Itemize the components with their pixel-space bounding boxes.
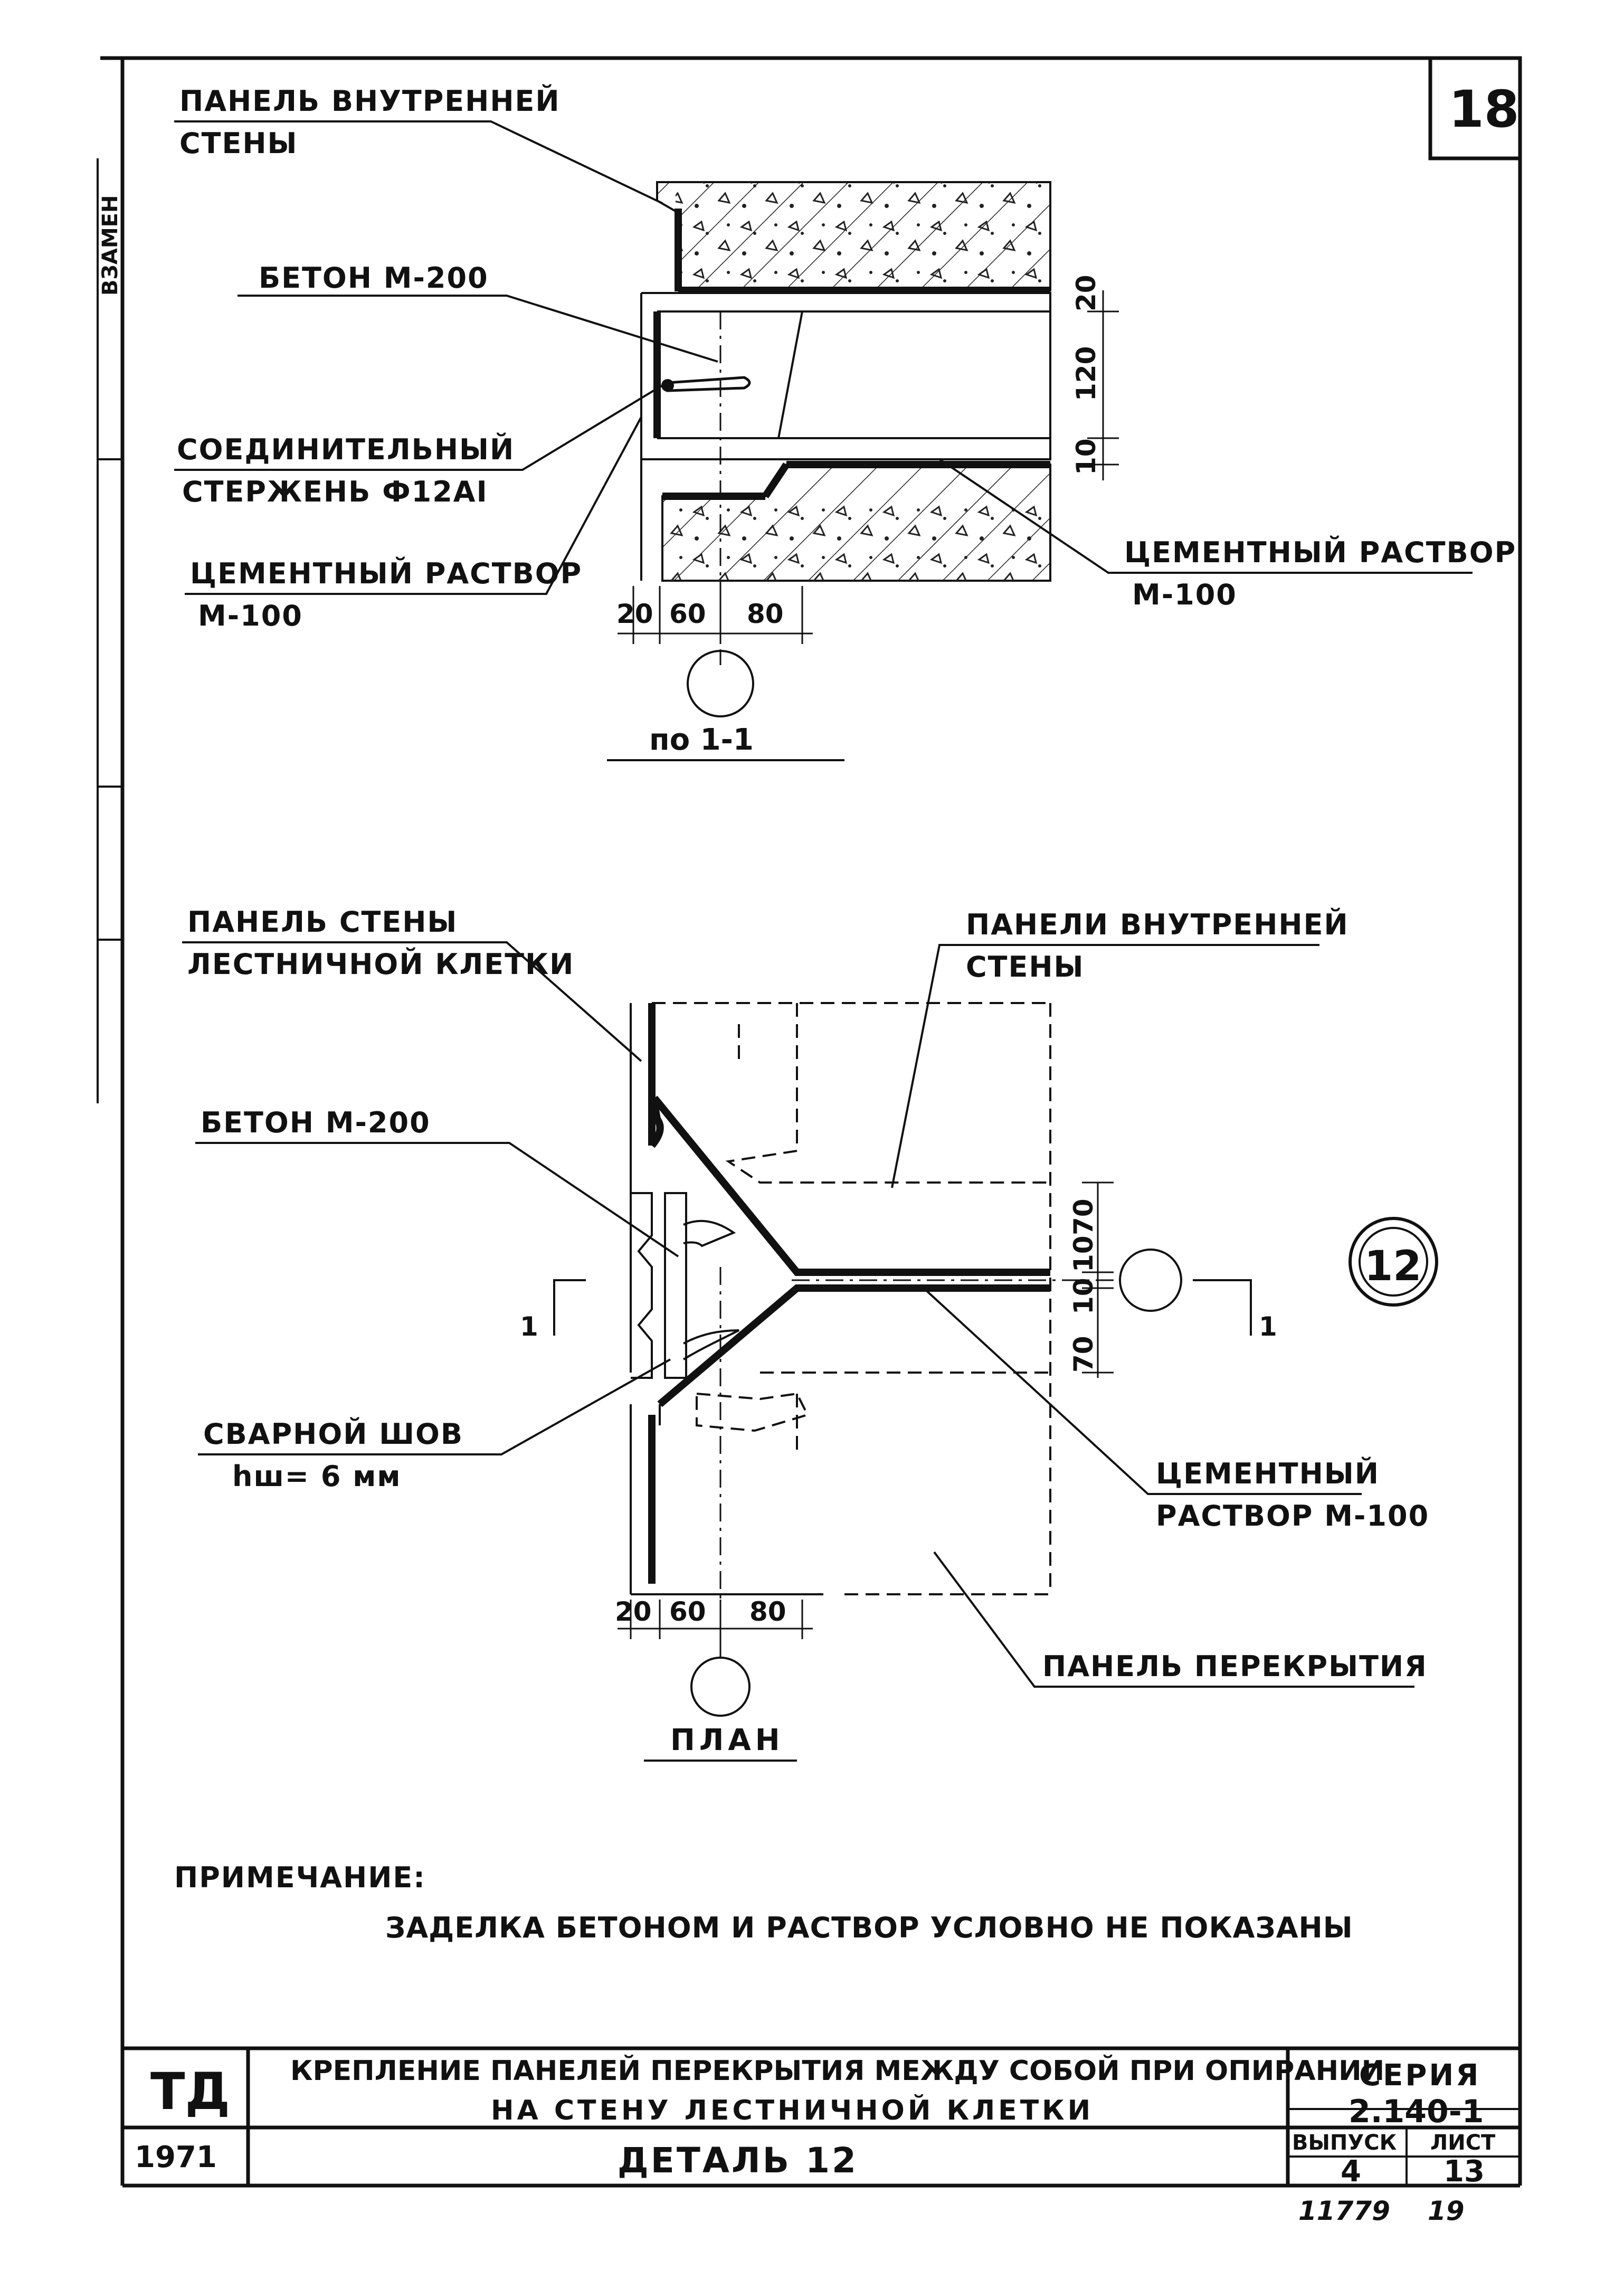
notes: ПРИМЕЧАНИЕ: ЗАДЕЛКА БЕТОНОМ И РАСТВОР УС… (174, 1861, 1353, 1944)
label-stair-wall-1: ПАНЕЛЬ СТЕНЫ (187, 905, 458, 939)
title-line-1: КРЕПЛЕНИЕ ПАНЕЛЕЙ ПЕРЕКРЫТИЯ МЕЖДУ СОБОЙ… (290, 2055, 1384, 2087)
floor-slab (641, 292, 1051, 460)
section-labels: ПАНЕЛЬ ВНУТРЕННЕЙ СТЕНЫ БЕТОН М-200 СОЕД… (174, 84, 1516, 632)
plan-axis-bubble-right (1119, 1249, 1182, 1312)
label-connecting-rod-1: СОЕДИНИТЕЛЬНЫЙ (177, 433, 515, 466)
archive-number: 11779 (1298, 2196, 1390, 2226)
issue-label: ВЫПУСК (1292, 2131, 1397, 2155)
series-value: 2.140-1 (1348, 2093, 1484, 2130)
label-concrete-m200: БЕТОН М-200 (259, 261, 489, 295)
label-inner-panels-1: ПАНЕЛИ ВНУТРЕННЕЙ (966, 908, 1349, 941)
section-caption: по 1-1 (649, 723, 754, 757)
plan-dim-h-80: 80 (749, 1596, 786, 1627)
section-dim-v-10: 10 (1071, 438, 1101, 475)
section-1-1: 20 120 10 20 60 80 по 1-1 (607, 181, 1119, 761)
archive-sheet: 19 (1428, 2196, 1465, 2226)
plan-dim-h-60: 60 (669, 1596, 706, 1627)
sheet-label: ЛИСТ (1430, 2131, 1496, 2155)
notes-heading: ПРИМЕЧАНИЕ: (174, 1861, 426, 1894)
plan-dim-v-70-top: 70 (1068, 1198, 1099, 1235)
detail-number: 12 (1364, 1243, 1422, 1290)
plan-dim-v-10-a: 10 (1068, 1235, 1099, 1272)
notes-text: ЗАДЕЛКА БЕТОНОМ И РАСТВОР УСЛОВНО НЕ ПОК… (385, 1911, 1353, 1944)
section-dim-h-20: 20 (616, 599, 653, 629)
series-label: СЕРИЯ (1359, 2058, 1480, 2093)
sheet-number-box: 18 (1428, 56, 1522, 160)
section-dim-v-20: 20 (1071, 275, 1101, 311)
section-dim-h-80: 80 (747, 599, 784, 629)
label-weld-2: hш= 6 мм (232, 1460, 402, 1493)
detail-number-badge: 12 (1348, 1217, 1438, 1307)
rod-upper (683, 1219, 736, 1247)
plan-vertical-dims: 70 10 10 70 (1068, 1181, 1114, 1378)
steel-plate (664, 1192, 687, 1379)
side-stamp-text: ВЗАМЕН (98, 195, 122, 296)
label-stair-wall-2: ЛЕСТНИЧНОЙ КЛЕТКИ (187, 948, 574, 981)
org-code: ТД (150, 2062, 230, 2121)
section-horizontal-dims: 20 60 80 (616, 586, 813, 644)
label-mortar-right-1: ЦЕМЕНТНЫЙ РАСТВОР (1124, 536, 1516, 569)
title-line-2: НА СТЕНУ ЛЕСТНИЧНОЙ КЛЕТКИ (491, 2094, 1094, 2126)
plan-dim-h-20: 20 (615, 1596, 652, 1627)
section-dim-h-60: 60 (669, 599, 706, 629)
section-dim-v-120: 120 (1071, 346, 1101, 401)
year: 1971 (135, 2140, 217, 2174)
plan-axis-bubble-bottom (690, 1657, 751, 1717)
label-inner-wall-panel-1: ПАНЕЛЬ ВНУТРЕННЕЙ (179, 84, 561, 118)
section-mark-left: 1 (520, 1279, 586, 1342)
plan-labels: ПАНЕЛЬ СТЕНЫ ЛЕСТНИЧНОЙ КЛЕТКИ ПАНЕЛИ ВН… (182, 905, 1429, 1688)
label-weld-1: СВАРНОЙ ШОВ (203, 1417, 463, 1451)
title-block: ТД 1971 КРЕПЛЕНИЕ ПАНЕЛЕЙ ПЕРЕКРЫТИЯ МЕЖ… (122, 2046, 1520, 2226)
label-inner-panels-2: СТЕНЫ (966, 950, 1085, 984)
section-axis-bubble (687, 650, 754, 717)
label-floor-panel: ПАНЕЛЬ ПЕРЕКРЫТИЯ (1042, 1650, 1428, 1683)
issue-value: 4 (1341, 2154, 1361, 2189)
detail-title: ДЕТАЛЬ 12 (618, 2140, 858, 2181)
label-mortar-left-2: М-100 (198, 599, 303, 632)
rod-lower (682, 1329, 739, 1360)
label-inner-wall-panel-2: СТЕНЫ (179, 127, 298, 160)
plan-caption: ПЛАН (670, 1723, 784, 1757)
sheet-number: 18 (1449, 80, 1519, 139)
label-connecting-rod-2: СТЕРЖЕНЬ Ф12АI (182, 475, 488, 508)
plan-dim-v-70-bottom: 70 (1068, 1336, 1099, 1373)
svg-text:1: 1 (520, 1311, 538, 1342)
section-mark-right: 1 (1193, 1279, 1277, 1342)
plan-view: 1 1 12 70 10 10 70 (520, 1002, 1438, 1762)
label-mortar-left-1: ЦЕМЕНТНЫЙ РАСТВОР (190, 557, 582, 590)
plan-horizontal-dims: 20 60 80 (615, 1596, 813, 1639)
svg-text:1: 1 (1259, 1311, 1277, 1342)
connecting-rod (666, 376, 751, 392)
label-plan-mortar-1: ЦЕМЕНТНЫЙ (1156, 1457, 1380, 1490)
label-mortar-right-2: М-100 (1132, 578, 1237, 611)
plan-dim-v-10-b: 10 (1068, 1278, 1099, 1315)
label-plan-mortar-2: РАСТВОР М-100 (1156, 1499, 1429, 1533)
side-stamp-strip: ВЗАМЕН (97, 158, 122, 1103)
label-plan-concrete: БЕТОН М-200 (201, 1106, 431, 1139)
section-vertical-dims: 20 120 10 (1071, 275, 1119, 480)
sheet-value: 13 (1443, 2154, 1485, 2189)
